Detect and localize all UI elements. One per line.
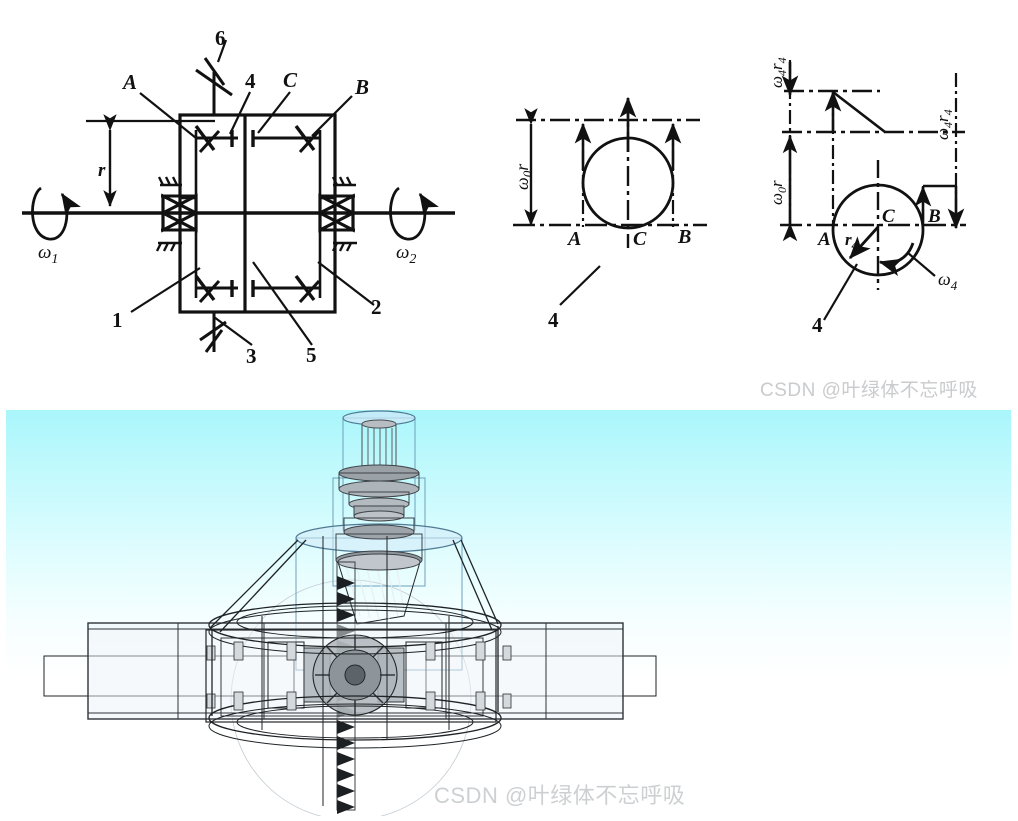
label-6: 6 xyxy=(215,26,226,50)
top-right-bevel-flank-1 xyxy=(294,124,316,152)
label-part4-mid: 4 xyxy=(548,308,559,332)
label-A: A xyxy=(121,70,137,94)
leader-4 xyxy=(229,91,251,135)
carrier-housing xyxy=(178,113,337,314)
input-bearing-stack xyxy=(335,464,423,570)
kinematic-schematic xyxy=(22,39,455,353)
label-1: 1 xyxy=(112,308,123,332)
velocity-diagram-left xyxy=(513,96,707,306)
leader-part4-mid xyxy=(559,265,601,306)
left-bevel-gear-rims xyxy=(161,194,196,232)
bottom-left-bevel-flank-2 xyxy=(198,279,221,304)
label-omega2: ω2 xyxy=(396,242,416,267)
watermark-top: CSDN @叶绿体不忘呼吸 xyxy=(760,380,978,401)
leader-omega4 xyxy=(907,252,936,277)
label-point-B-right: B xyxy=(927,206,941,227)
bottom-right-bevel-flank-2 xyxy=(298,279,321,304)
bottom-shaft-hatch-1 xyxy=(199,320,227,342)
top-left-bevel-flank-1 xyxy=(194,124,216,152)
leader-6 xyxy=(216,39,228,63)
leader-5 xyxy=(252,261,313,346)
label-5: 5 xyxy=(306,343,317,367)
leader-1 xyxy=(130,267,201,313)
label-omega1: ω1 xyxy=(38,242,58,267)
radius-r4-arrow xyxy=(848,226,880,260)
schematic-drawings: 6 A 4 C B r ω1 ω2 1 2 3 5 ω0r A C B xyxy=(22,26,966,368)
support-struts xyxy=(209,539,499,716)
top-right-bevel-flank-2 xyxy=(298,129,321,154)
leader-3 xyxy=(213,316,253,346)
bearing-ground-left-lower xyxy=(155,241,182,252)
construction-lines xyxy=(261,536,450,806)
omega2-rotation-arc xyxy=(389,186,439,241)
velocity-slope-line xyxy=(832,90,886,134)
flange-bolts xyxy=(206,641,512,711)
bearing-ground-left-upper xyxy=(157,176,182,187)
label-omega0r-right: ω0r xyxy=(767,180,789,205)
bottom-shaft-hatch-2 xyxy=(204,329,224,353)
velocity-left-text-labels: ω0r A C B 4 xyxy=(512,163,691,332)
omega1-rotation-arc xyxy=(31,186,81,241)
label-point-C-mid: C xyxy=(633,228,647,250)
label-point-A-right: A xyxy=(817,229,831,250)
leader-C xyxy=(257,91,291,134)
label-point-B-mid: B xyxy=(677,226,691,248)
left-bevel-gear-lower xyxy=(159,193,198,233)
top-worm-hatch-1 xyxy=(195,68,233,97)
label-2: 2 xyxy=(371,295,382,319)
bottom-right-bevel-flank-1 xyxy=(294,274,316,302)
carrier-flange-rings xyxy=(208,602,502,749)
leader-part4-right xyxy=(823,263,858,321)
leader-2 xyxy=(317,261,375,306)
render-background-gradient xyxy=(6,410,1011,816)
label-3: 3 xyxy=(246,344,257,368)
input-spline-shaft xyxy=(361,419,397,473)
right-bevel-gear-lower xyxy=(316,193,355,233)
bottom-left-bevel-flank-1 xyxy=(194,274,216,302)
label-point-C-right: C xyxy=(882,206,895,227)
label-r: r xyxy=(98,160,106,181)
watermark-bottom: CSDN @叶绿体不忘呼吸 xyxy=(434,783,686,808)
label-r4: r4 xyxy=(845,230,858,252)
velocity-diagram-right xyxy=(780,60,966,321)
schematic-text-labels: 6 A 4 C B r ω1 ω2 1 2 3 5 xyxy=(38,26,416,368)
cad-render-panel: 0%#f4f7f9 18%#dfe7ee 40%#ffffff 62%#9aa3… xyxy=(6,410,1011,816)
label-part4-right: 4 xyxy=(812,313,823,337)
leader-A xyxy=(139,92,197,139)
bearing-ground-right-upper xyxy=(331,176,356,187)
label-4: 4 xyxy=(245,69,256,93)
right-bevel-gear-rims xyxy=(320,194,355,232)
differential-carrier xyxy=(205,629,497,723)
velocity-right-text-labels: ω4r4 ω0r ω4r4 A C B r4 ω4 4 xyxy=(767,57,958,337)
label-omega0r-mid: ω0r xyxy=(512,163,535,190)
label-point-A-mid: A xyxy=(566,228,581,250)
label-omega4r4-top: ω4r4 xyxy=(767,57,789,88)
label-C: C xyxy=(283,68,298,92)
top-worm-hatch-2 xyxy=(203,57,226,86)
leader-B xyxy=(311,95,353,137)
label-B: B xyxy=(354,75,369,99)
label-omega4r4-right: ω4r4 xyxy=(933,109,955,140)
schematic-band: 6 A 4 C B r ω1 ω2 1 2 3 5 ω0r A C B xyxy=(0,0,1018,405)
omega4-rotation-arc xyxy=(878,242,915,277)
cad-render-drawing: 0%#f4f7f9 18%#dfe7ee 40%#ffffff 62%#9aa3… xyxy=(43,410,657,816)
bearing-ground-right-lower xyxy=(331,241,357,252)
top-left-bevel-flank-2 xyxy=(198,129,221,154)
label-omega4: ω4 xyxy=(938,269,958,293)
